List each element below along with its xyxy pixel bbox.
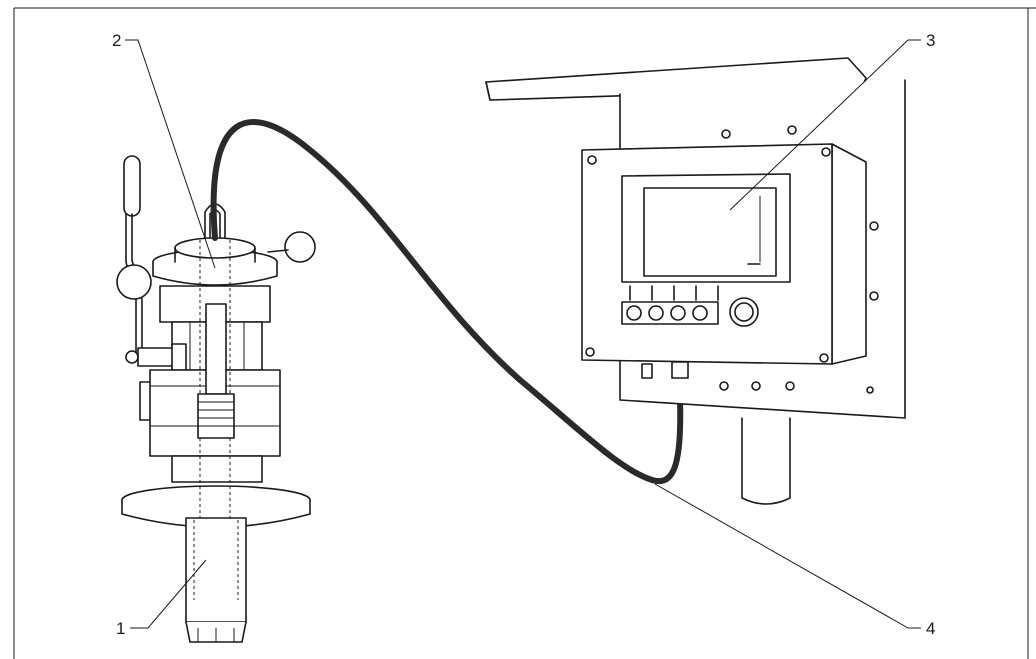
retractable-assembly bbox=[116, 155, 316, 643]
transmitter-with-canopy bbox=[485, 57, 906, 505]
figure-frame bbox=[13, 7, 1036, 659]
callout-1: 1 bbox=[116, 619, 125, 638]
callout-4: 4 bbox=[926, 619, 935, 638]
callout-2: 2 bbox=[112, 31, 121, 50]
sensor-cable bbox=[210, 119, 684, 485]
leader-lines bbox=[125, 39, 921, 629]
callout-3: 3 bbox=[926, 31, 935, 50]
